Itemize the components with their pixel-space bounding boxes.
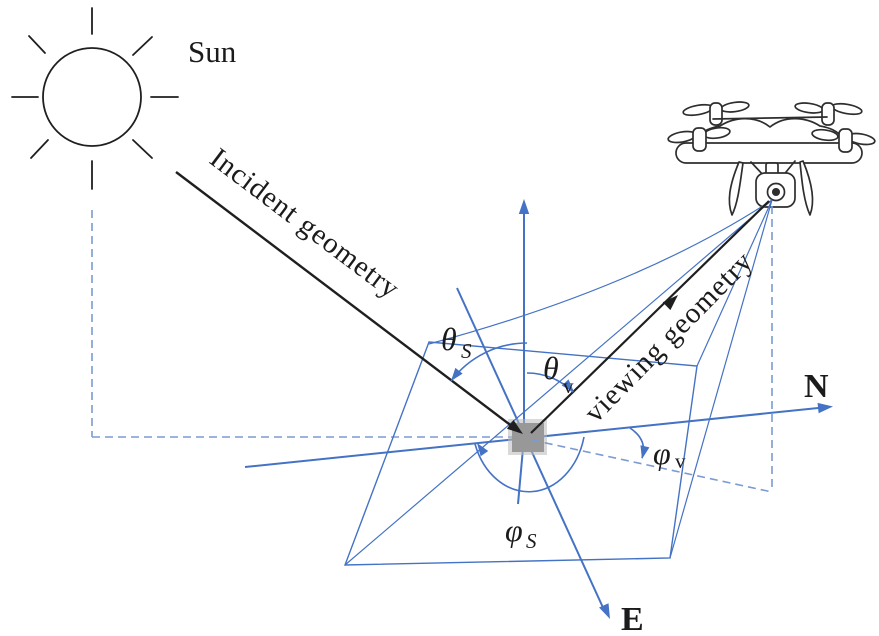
- drone-right-leg: [799, 160, 814, 216]
- drone-left-leg: [728, 161, 744, 216]
- drone-rear-rotors: [682, 101, 863, 126]
- solar-azimuth-subscript: S: [526, 529, 537, 553]
- solar-azimuth-symbol: φ: [505, 512, 523, 548]
- view-azimuth-arc-arrowhead: [640, 445, 650, 459]
- viewing-ray-arrowhead: [662, 295, 678, 311]
- sun-projection-dashed-lines: [91, 210, 520, 438]
- solar-azimuth-arc-arrowhead: [477, 443, 489, 457]
- drone-icon: [667, 101, 876, 216]
- north-axis-label: N: [804, 368, 829, 405]
- angle-labels: θ S θ v φ v φ S: [441, 321, 686, 553]
- drone-rear-bar: [712, 116, 828, 120]
- fov-ray-to-near-right-corner: [696, 199, 773, 367]
- zenith-arrowhead: [518, 199, 530, 214]
- view-zenith-symbol: θ: [543, 350, 559, 386]
- incident-ray-line: [175, 171, 518, 431]
- axis-arrowheads: [518, 199, 833, 619]
- sun-icon: [11, 7, 179, 190]
- ray-labels: Incident geometry viewing geometry: [204, 142, 760, 429]
- fov-ray-to-far-left-corner: [428, 199, 773, 345]
- fov-ray-to-bottom-right-corner: [669, 199, 773, 559]
- incident-ray-arrowhead: [506, 419, 523, 434]
- solar-zenith-arc-arrowhead: [451, 367, 463, 381]
- sun-rays: [11, 7, 179, 190]
- solar-zenith-subscript: S: [461, 339, 472, 363]
- view-zenith-arc-arrowhead: [561, 379, 574, 392]
- view-zenith-subscript: v: [563, 374, 574, 398]
- sun-disc: [42, 47, 142, 147]
- solar-azimuth-arc: [474, 436, 585, 493]
- fov-ray-to-bottom-left-corner: [344, 199, 773, 566]
- drone-front-rotors: [667, 126, 876, 153]
- east-arrowhead: [599, 603, 610, 619]
- drone-camera-lens-center: [771, 187, 781, 197]
- viewing-geometry-label: viewing geometry: [578, 245, 759, 429]
- angle-arc-arrowheads: [451, 367, 650, 459]
- viewing-ray-line: [530, 200, 770, 434]
- view-azimuth-subscript: v: [675, 449, 686, 473]
- north-arrowhead: [817, 402, 833, 414]
- camera-fov-rays: [344, 199, 773, 566]
- sun-rays-geometry: [175, 171, 770, 434]
- sun-label: Sun: [188, 34, 237, 69]
- solar-zenith-symbol: θ: [441, 321, 457, 357]
- view-azimuth-dashed-line: [531, 439, 773, 493]
- drone-projection-dashed-lines: [531, 206, 773, 493]
- incident-geometry-label: Incident geometry: [204, 142, 406, 305]
- east-axis-label: E: [621, 601, 644, 636]
- view-azimuth-symbol: φ: [653, 435, 671, 471]
- axis-labels: N E: [621, 368, 829, 636]
